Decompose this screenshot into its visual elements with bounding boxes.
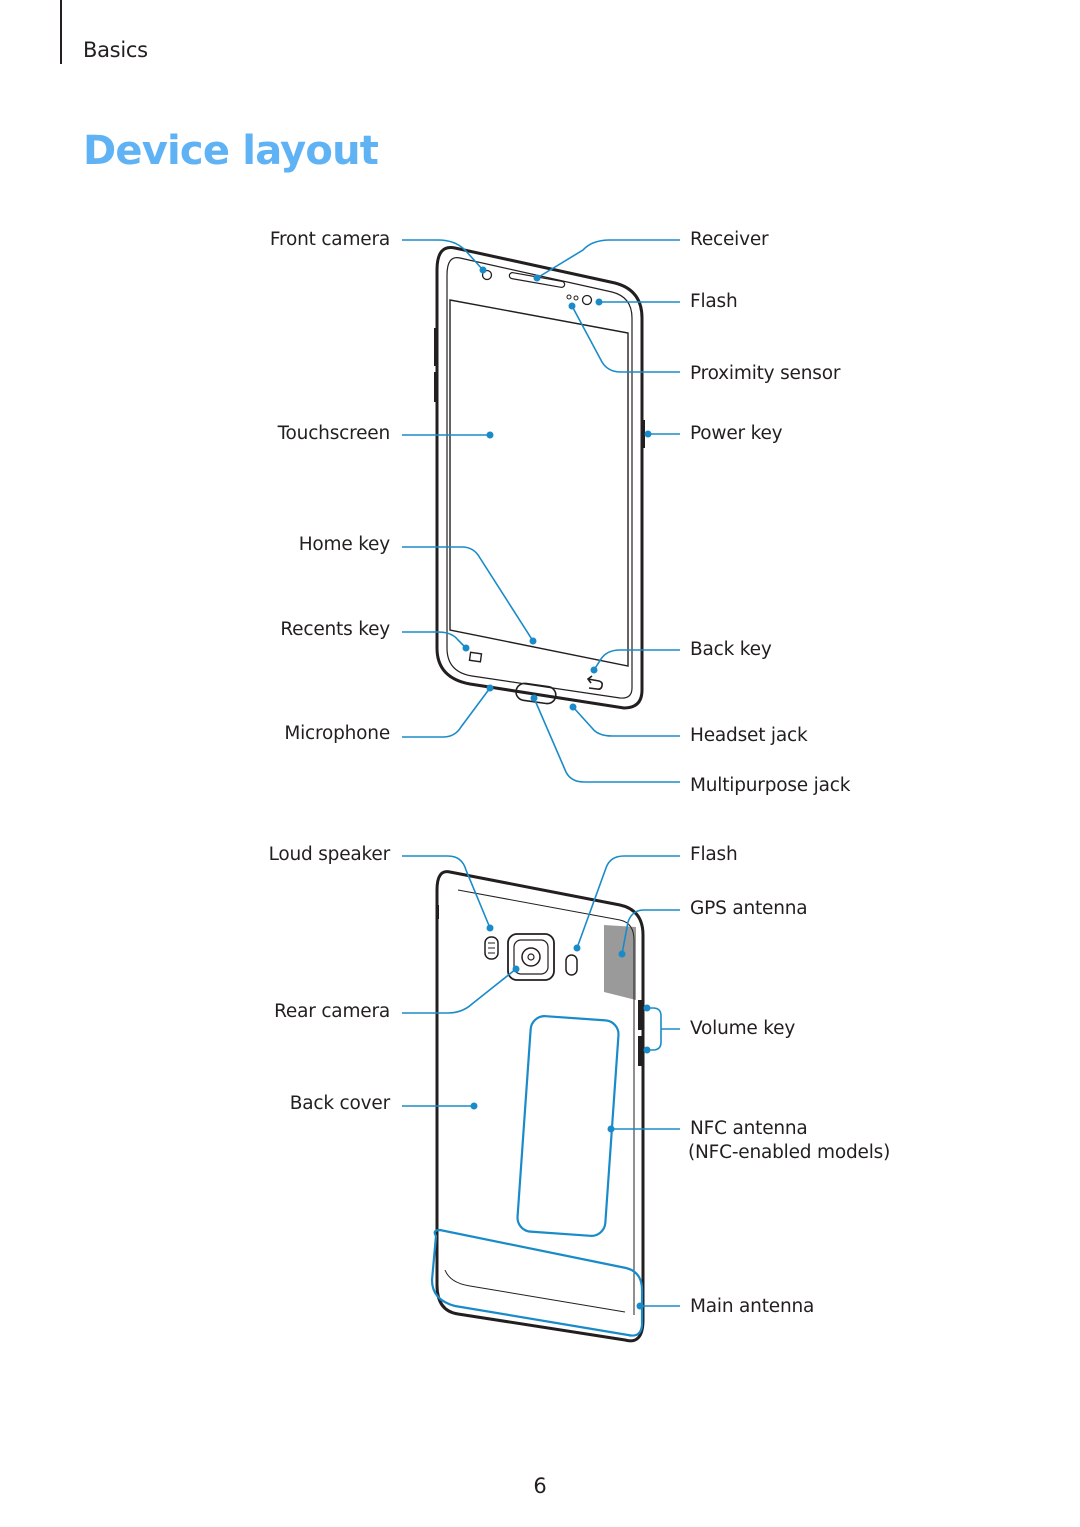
leader-proximity xyxy=(571,305,680,373)
section-rule xyxy=(60,0,62,64)
label-receiver: Receiver xyxy=(690,229,769,250)
back-phone xyxy=(430,870,645,1343)
back-volume-up xyxy=(638,1000,643,1030)
rear-camera-housing xyxy=(507,933,555,981)
label-power-key: Power key xyxy=(690,423,783,444)
label-nfc-antenna: NFC antenna xyxy=(690,1118,808,1139)
front-screen xyxy=(449,299,629,667)
back-leader-lines xyxy=(402,855,680,1307)
back-phone-edge xyxy=(457,889,635,1315)
main-antenna-area xyxy=(430,1228,644,1337)
label-rear-camera: Rear camera xyxy=(274,1001,390,1022)
front-leader-dots xyxy=(462,266,652,711)
label-main-antenna: Main antenna xyxy=(690,1296,815,1317)
label-loud-speaker: Loud speaker xyxy=(268,844,391,865)
leader-home-key xyxy=(402,546,534,642)
back-key-icon xyxy=(586,675,603,690)
leader-microphone xyxy=(402,687,491,738)
leader-front-camera xyxy=(402,239,484,271)
label-proximity-sensor: Proximity sensor xyxy=(690,363,841,384)
label-microphone: Microphone xyxy=(284,723,390,744)
label-headset-jack: Headset jack xyxy=(690,725,808,746)
label-volume-key: Volume key xyxy=(690,1018,796,1039)
leader-flash-back xyxy=(576,855,680,949)
front-volume-key-2 xyxy=(434,372,438,402)
label-gps-antenna: GPS antenna xyxy=(690,898,808,919)
label-flash-back: Flash xyxy=(690,844,738,865)
back-volume-down xyxy=(638,1036,643,1066)
section-label: Basics xyxy=(83,38,148,62)
front-volume-key xyxy=(434,328,438,366)
back-phone-bottom xyxy=(444,1269,626,1313)
leader-multipurpose-jack xyxy=(533,697,680,783)
label-flash-front: Flash xyxy=(690,291,738,312)
leader-gps-antenna xyxy=(621,909,680,955)
leader-volume-key xyxy=(647,1007,680,1051)
leader-headset-jack xyxy=(572,706,680,737)
back-leader-dots xyxy=(470,924,651,1310)
front-flash-lens xyxy=(581,294,593,306)
leader-receiver xyxy=(536,239,680,279)
label-back-cover: Back cover xyxy=(289,1093,390,1114)
label-back-key: Back key xyxy=(690,639,772,660)
label-touchscreen: Touchscreen xyxy=(277,423,391,444)
front-leader-lines xyxy=(402,239,680,783)
page-number: 6 xyxy=(533,1474,547,1498)
leader-rear-camera xyxy=(402,968,517,1014)
label-front-camera: Front camera xyxy=(269,229,390,250)
label-home-key: Home key xyxy=(298,534,391,555)
front-phone xyxy=(434,245,645,710)
gps-antenna-area xyxy=(604,925,636,1000)
rear-flash xyxy=(565,954,578,976)
label-recents-key: Recents key xyxy=(280,619,390,640)
nfc-antenna-area xyxy=(516,1015,620,1237)
back-phone-body xyxy=(435,870,645,1343)
loud-speaker-grille xyxy=(484,936,499,960)
leader-loud-speaker xyxy=(402,855,491,929)
label-multipurpose-jack: Multipurpose jack xyxy=(690,775,851,796)
front-camera-lens xyxy=(481,269,493,281)
leader-recents-key xyxy=(402,631,467,649)
home-key-outline xyxy=(515,682,557,705)
leader-back-key xyxy=(593,649,680,671)
proximity-dot-2 xyxy=(573,295,579,301)
front-phone-bezel xyxy=(446,257,633,699)
front-power-key xyxy=(641,420,645,448)
page-title: Device layout xyxy=(83,128,379,174)
label-nfc-enabled-models: (NFC-enabled models) xyxy=(688,1142,891,1163)
recents-key-icon xyxy=(468,651,483,663)
proximity-dot-1 xyxy=(566,294,572,300)
rear-camera-lens xyxy=(521,947,541,967)
